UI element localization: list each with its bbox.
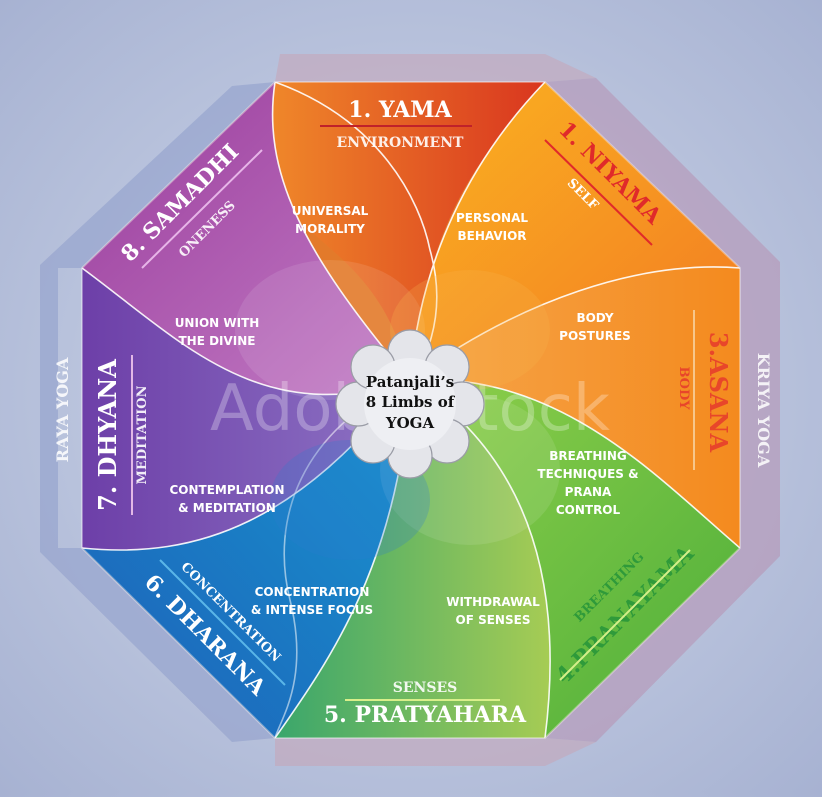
petal-pratyahara bbox=[275, 380, 551, 738]
petal-niyama bbox=[410, 82, 740, 380]
petal-yama bbox=[262, 82, 545, 380]
petal-dharana bbox=[82, 380, 410, 738]
kriya-yoga-band bbox=[545, 78, 780, 742]
petal-samadhi bbox=[82, 82, 410, 395]
petal-pranayama bbox=[410, 379, 740, 738]
center-lotus: Patanjali’s 8 Limbs of YOGA bbox=[335, 329, 485, 479]
petal-dhyana bbox=[82, 268, 410, 551]
raya-yoga-band bbox=[40, 82, 275, 742]
